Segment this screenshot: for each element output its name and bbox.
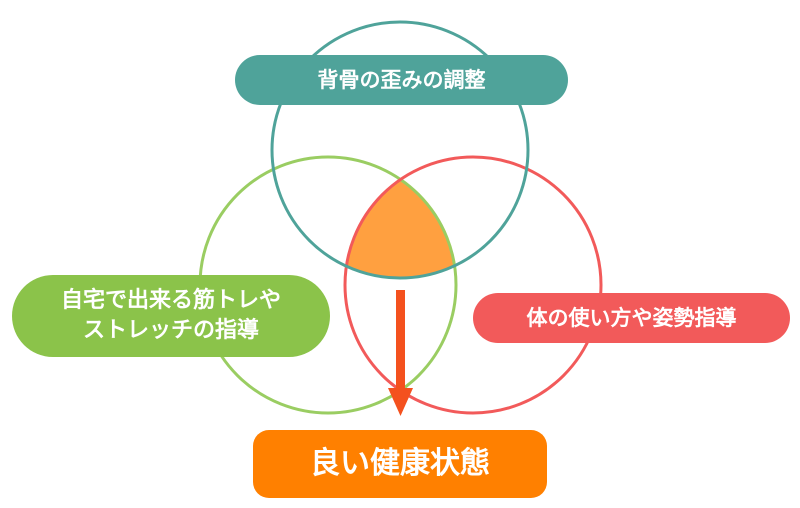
label-text-line1: 自宅で出来る筋トレや xyxy=(60,288,281,314)
label-home-training: 自宅で出来る筋トレや ストレッチの指導 xyxy=(12,275,330,357)
label-text: 背骨の歪みの調整 xyxy=(317,67,486,92)
arrow-down-icon xyxy=(388,290,413,416)
label-text-line2: ストレッチの指導 xyxy=(82,318,259,343)
label-text: 良い健康状態 xyxy=(310,445,490,481)
circle-posture-guidance xyxy=(343,155,603,415)
label-posture-guidance: 体の使い方や姿勢指導 xyxy=(473,293,790,343)
circle-spine-adjustment xyxy=(270,20,530,280)
label-good-health: 良い健康状態 xyxy=(253,430,547,498)
label-text: 体の使い方や姿勢指導 xyxy=(526,305,737,330)
label-spine-adjustment: 背骨の歪みの調整 xyxy=(235,55,568,105)
overlap-region xyxy=(345,157,456,278)
